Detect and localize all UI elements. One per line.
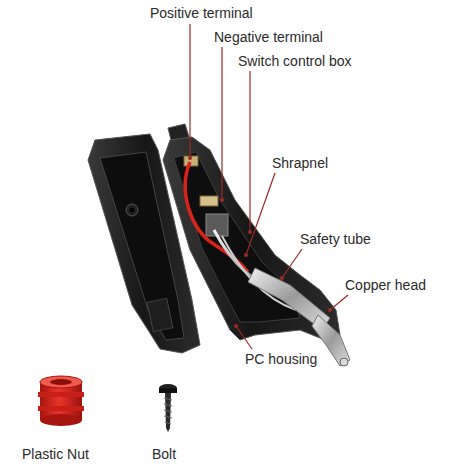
part-label: Switch control box <box>238 53 352 69</box>
part-label: Copper head <box>345 277 426 293</box>
part-label: Positive terminal <box>150 5 253 21</box>
part-label: Negative terminal <box>214 29 323 45</box>
part-label: Safety tube <box>300 231 371 247</box>
part-label: Shrapnel <box>272 155 328 171</box>
bolt <box>159 384 177 432</box>
plastic-nut <box>38 376 84 426</box>
part-label: PC housing <box>245 351 317 367</box>
part-label: Plastic Nut <box>22 446 89 462</box>
part-label: Bolt <box>152 446 176 462</box>
leader-lines <box>188 24 348 349</box>
